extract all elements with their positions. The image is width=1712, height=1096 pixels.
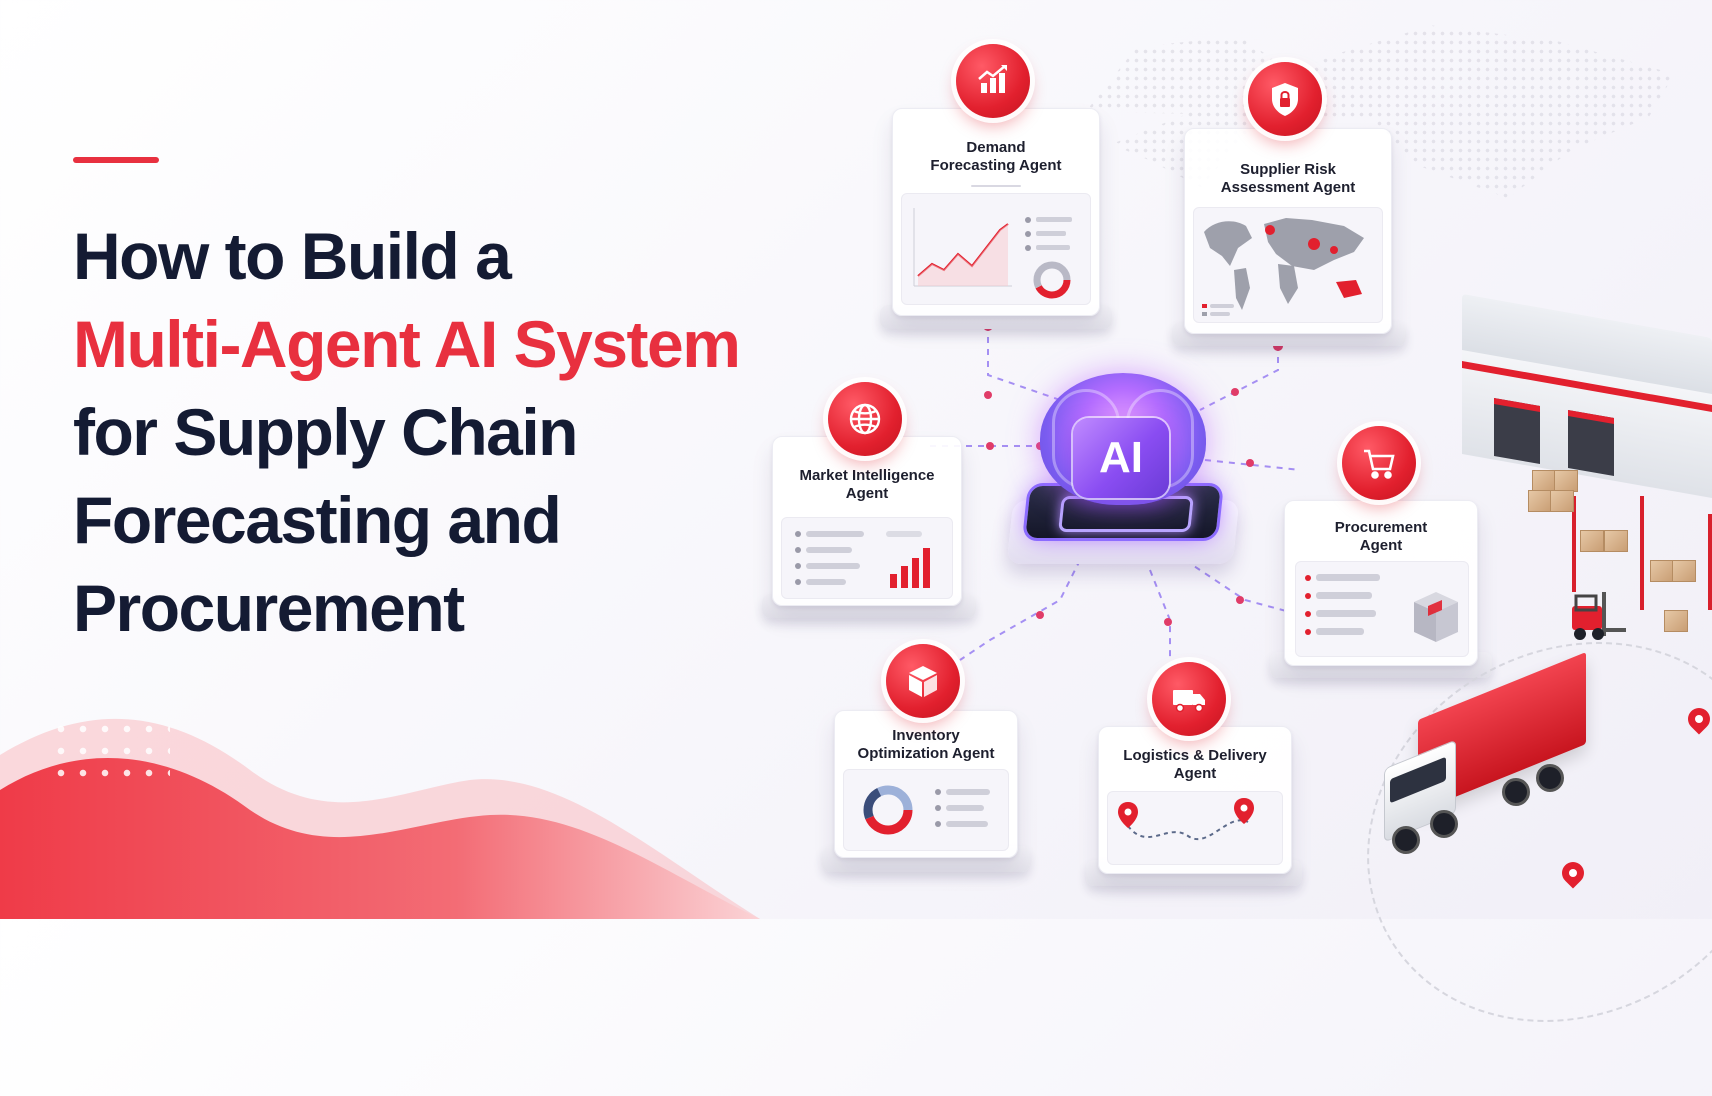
truck-wheel <box>1430 810 1458 838</box>
procurement-panel <box>1295 561 1469 657</box>
box-icon <box>886 644 960 718</box>
demand-forecasting-label: Demand Forecasting Agent <box>930 139 1062 174</box>
demand-forecasting-card: Demand Forecasting Agent <box>892 108 1100 316</box>
logistics-delivery-label: Logistics & Delivery Agent <box>1123 747 1267 782</box>
globe-icon <box>828 382 902 456</box>
logistics-delivery-card: Logistics & Delivery Agent <box>1098 726 1292 874</box>
title-line-4: Forecasting and <box>73 483 562 557</box>
storage-rack <box>1640 514 1712 610</box>
inventory-panel <box>843 769 1009 851</box>
demand-chart-panel <box>901 193 1091 305</box>
cargo-box <box>1550 490 1574 512</box>
ai-hub-label: AI <box>1073 418 1169 498</box>
truck-wheel <box>1502 778 1530 806</box>
cargo-box <box>1650 560 1674 582</box>
supplier-risk-label: Supplier Risk Assessment Agent <box>1220 161 1356 196</box>
page-title: How to Build a Multi-Agent AI System for… <box>73 212 853 652</box>
chart-growth-icon <box>956 44 1030 118</box>
shield-lock-icon <box>1248 62 1322 136</box>
card-divider <box>971 185 1021 187</box>
cargo-box <box>1604 530 1628 552</box>
infographic: How to Build a Multi-Agent AI System for… <box>0 0 1712 919</box>
cargo-box <box>1528 490 1552 512</box>
warehouse-door <box>1568 409 1614 477</box>
title-line-3: for Supply Chain <box>73 395 579 469</box>
supplier-risk-map-panel <box>1193 207 1383 323</box>
truck-wheel <box>1392 826 1420 854</box>
route-map-graphic <box>1118 798 1254 840</box>
decorative-wave <box>0 718 760 919</box>
line-chart-graphic <box>913 208 1072 299</box>
inventory-optimization-card: Inventory Optimization Agent <box>834 710 1018 858</box>
inventory-donut-graphic <box>863 785 990 835</box>
title-line-1: How to Build a <box>73 219 512 293</box>
inventory-optimization-label: Inventory Optimization Agent <box>857 727 995 762</box>
truck-wheel <box>1536 764 1564 792</box>
cargo-box <box>1664 610 1688 632</box>
market-intelligence-card: Market Intelligence Agent <box>772 436 962 606</box>
cargo-box <box>1672 560 1696 582</box>
cargo-box <box>1532 470 1556 492</box>
market-bars-graphic <box>795 531 930 588</box>
warehouse-door <box>1494 397 1540 465</box>
shopping-cart-icon <box>1342 426 1416 500</box>
title-line-2: Multi-Agent AI System <box>73 307 741 381</box>
logistics-panel <box>1107 791 1283 865</box>
risk-map-graphic <box>1202 218 1364 316</box>
market-intelligence-label: Market Intelligence Agent <box>799 467 935 502</box>
truck-icon <box>1152 662 1226 736</box>
market-intelligence-panel <box>781 517 953 599</box>
title-line-5: Procurement <box>73 571 465 645</box>
cargo-box <box>1580 530 1604 552</box>
forklift-graphic <box>1572 592 1626 640</box>
title-accent-bar <box>73 157 159 163</box>
decorative-dot-grid <box>50 718 170 780</box>
procurement-card: Procurement Agent <box>1284 500 1478 666</box>
procurement-label: Procurement Agent <box>1334 519 1428 554</box>
procurement-list-graphic <box>1305 574 1458 642</box>
cargo-box <box>1554 470 1578 492</box>
supplier-risk-card: Supplier Risk Assessment Agent <box>1184 128 1392 334</box>
